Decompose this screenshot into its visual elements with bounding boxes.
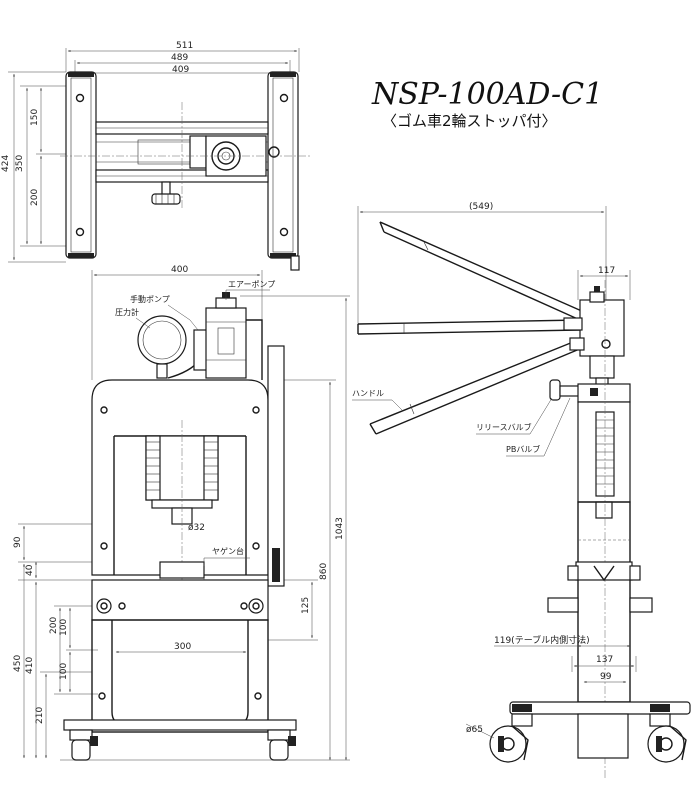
- dim-860: 860: [319, 563, 329, 580]
- handle-mid: [357, 319, 581, 335]
- dim-300: 300: [174, 642, 191, 652]
- dim-100-lower: 100: [59, 663, 69, 680]
- dim-400: 400: [171, 265, 188, 275]
- handle-up: [379, 221, 585, 321]
- dim-424: 424: [1, 155, 11, 172]
- dim-125: 125: [301, 597, 311, 614]
- dim-489: 489: [171, 53, 188, 63]
- dim-1043: 1043: [335, 517, 345, 540]
- dim-150: 150: [30, 109, 40, 126]
- dim-200-front: 200: [49, 617, 59, 634]
- label-air-pump: エアーポンプ: [228, 280, 275, 289]
- dim-410: 410: [25, 657, 35, 674]
- label-release-valve: リリースバルブ: [476, 422, 532, 432]
- handle-down: [369, 339, 583, 435]
- drawing-title: NSP-100AD-C1: [371, 77, 603, 112]
- dim-511: 511: [176, 41, 193, 51]
- front-view: 400 1043 860 125 90 40 450 410 210 200: [13, 265, 350, 761]
- dim-450: 450: [13, 655, 23, 672]
- top-view: 511 489 409 424 350 150 200: [1, 41, 310, 271]
- dim-350: 350: [15, 155, 25, 172]
- drawing-subtitle: 〈ゴム車2輪ストッパ付〉: [382, 112, 557, 130]
- side-view: (549) 117: [357, 202, 691, 780]
- dim-549: (549): [469, 202, 493, 212]
- label-pressure-gauge: 圧力計: [115, 307, 139, 317]
- dim-200: 200: [30, 189, 40, 206]
- label-yagen-base: ヤゲン台: [212, 546, 244, 556]
- dim-d65: ø65: [466, 725, 483, 735]
- label-pb-valve: PBバルブ: [506, 444, 540, 454]
- dim-210: 210: [35, 707, 45, 724]
- dim-d32: ø32: [188, 523, 205, 533]
- label-handle: ハンドル: [352, 389, 384, 398]
- dim-40: 40: [25, 564, 35, 576]
- dim-100-upper: 100: [59, 619, 69, 636]
- dim-99: 99: [600, 672, 612, 682]
- dim-409: 409: [172, 65, 189, 75]
- dim-119: 119(テーブル内側寸法): [494, 634, 590, 646]
- dim-90: 90: [13, 536, 23, 548]
- label-hand-pump: 手動ポンプ: [130, 294, 170, 304]
- dim-117: 117: [598, 266, 615, 276]
- dim-137: 137: [596, 655, 613, 665]
